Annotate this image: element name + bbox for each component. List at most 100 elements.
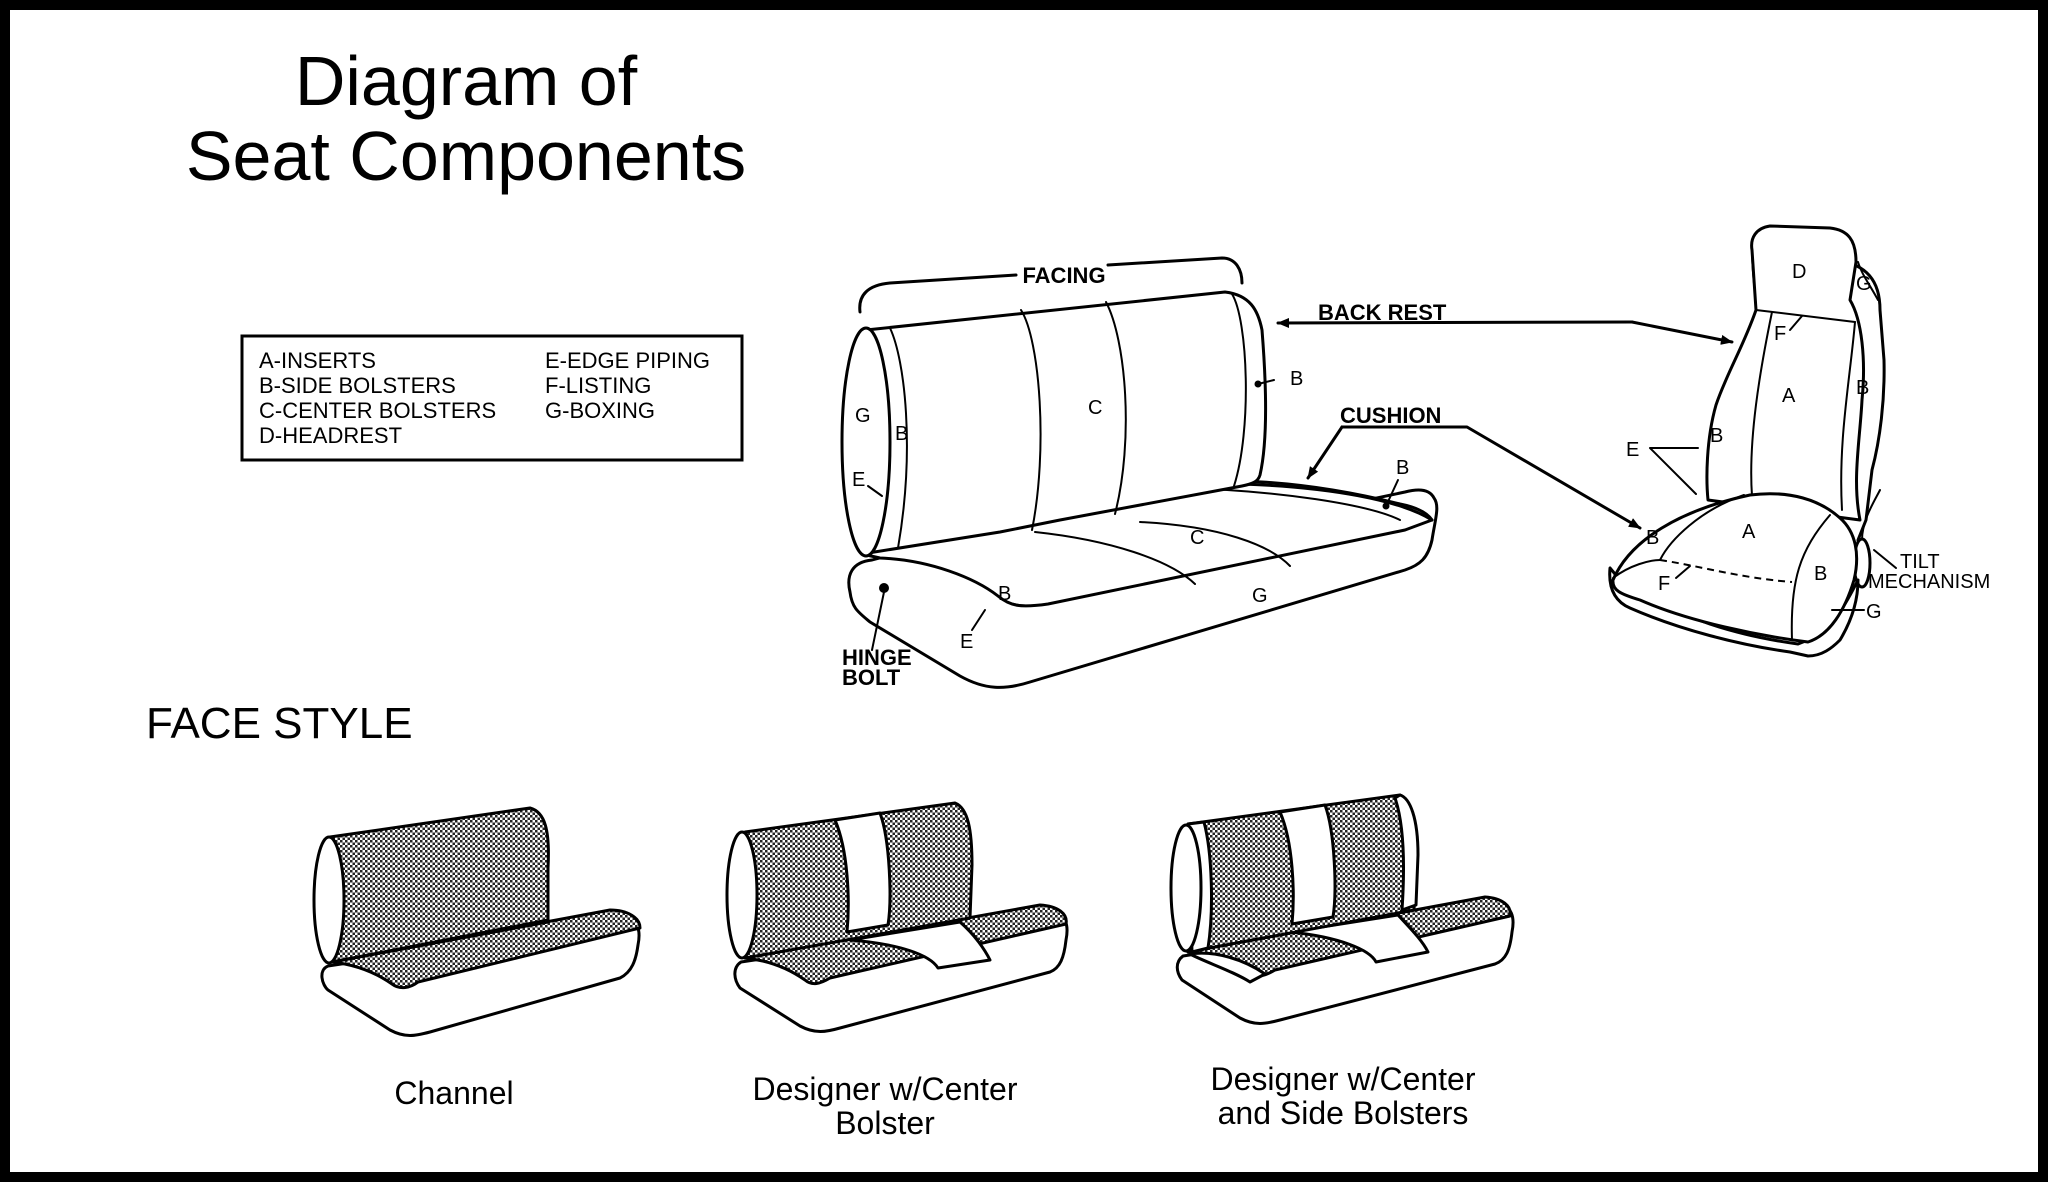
cushion-label: CUSHION	[1340, 403, 1441, 428]
bench-label-g-end: G	[855, 405, 871, 427]
bench-label-c-back: C	[1088, 397, 1102, 419]
tilt-mechanism-leader	[1873, 549, 1897, 569]
legend-box: A-INSERTS B-SIDE BOLSTERS C-CENTER BOLST…	[240, 334, 744, 462]
bench-seat-illustration: FACING G B E C B B C B E G	[840, 256, 1734, 690]
bench-backrest-seam-2	[1105, 301, 1127, 515]
bench-cushion-left-bolster-seam	[879, 557, 1049, 607]
title-line-2: Seat Components	[186, 117, 746, 195]
bench-e-end-leader	[867, 485, 883, 497]
bench-cushion-seam-1	[1034, 531, 1196, 585]
hinge-bolt-label-1: HINGE	[842, 645, 912, 670]
bucket-seat-right-seam	[1790, 514, 1831, 641]
face-style-caption-designer-side-2: and Side Bolsters	[1218, 1095, 1469, 1131]
legend-item-b: B-SIDE BOLSTERS	[259, 373, 456, 398]
cushion-arrow-left	[1306, 425, 1344, 480]
page-title: Diagram of Seat Components	[186, 42, 746, 195]
bucket-headrest-left-edge	[1751, 249, 1757, 311]
legend-item-d: D-HEADREST	[259, 423, 402, 448]
bucket-seat-listing-dashed	[1659, 559, 1793, 583]
designer-center-backrest-end	[725, 830, 759, 960]
tilt-label-1: TILT	[1900, 551, 1940, 573]
hinge-bolt-label-2: BOLT	[842, 665, 901, 690]
bench-backrest-seam-1	[1020, 309, 1042, 531]
designer-side-backrest-right-bolster	[1393, 793, 1420, 912]
bucket-seat-left-seam	[1659, 494, 1745, 561]
facing-label: FACING	[1022, 263, 1105, 288]
bench-label-b-cushion-right: B	[1396, 457, 1409, 479]
title-line-1: Diagram of	[295, 42, 638, 120]
channel-backrest-face	[328, 806, 550, 964]
face-style-designer-side	[1169, 793, 1515, 1025]
bucket-f-back-leader	[1789, 315, 1803, 331]
bench-label-e-end: E	[852, 469, 865, 491]
bench-b-cushion-dot	[1382, 502, 1390, 510]
bench-backrest-end-boxing	[840, 326, 892, 558]
bucket-label-b-back-left: B	[1710, 425, 1723, 447]
face-style-channel	[312, 806, 642, 1037]
bench-label-g-cushion: G	[1252, 585, 1268, 607]
bucket-label-g-head: G	[1856, 273, 1872, 295]
face-style-caption-designer-side-1: Designer w/Center	[1211, 1061, 1476, 1097]
hinge-bolt-dot	[879, 583, 889, 593]
bucket-label-f-seat: F	[1658, 573, 1670, 595]
bucket-label-g-base: G	[1866, 601, 1882, 623]
bench-backrest-left-bolster-seam	[889, 327, 908, 549]
legend-item-f: F-LISTING	[545, 373, 651, 398]
legend-item-a: A-INSERTS	[259, 348, 376, 373]
bucket-backrest-right-seam	[1840, 321, 1856, 511]
face-style-caption-designer-center-2: Bolster	[835, 1105, 935, 1141]
bench-b-cushion-leader	[1385, 479, 1399, 507]
face-style-heading: FACE STYLE	[146, 699, 413, 748]
bench-label-b-end: B	[895, 423, 908, 445]
bucket-label-d: D	[1792, 261, 1806, 283]
bucket-label-b-seat-right: B	[1814, 563, 1827, 585]
designer-center-cushion-bolster	[848, 920, 992, 970]
bench-e-cushion-leader	[971, 609, 986, 631]
back-rest-arrow-right	[1630, 320, 1734, 345]
bench-cushion-seam-2	[1139, 521, 1291, 567]
bucket-seat-front-left-seam	[1612, 559, 1661, 579]
designer-side-cushion-left-bolster	[1188, 951, 1267, 984]
bench-label-c-cushion: C	[1190, 527, 1204, 549]
bucket-label-a-seat: A	[1742, 521, 1756, 543]
bucket-f-seat-leader	[1675, 565, 1691, 579]
bucket-seat-boxing	[1608, 566, 1860, 658]
bucket-label-e: E	[1626, 439, 1639, 461]
face-style-caption-designer-center-1: Designer w/Center	[753, 1071, 1018, 1107]
back-rest-arrow-left	[1276, 317, 1634, 328]
designer-side-backrest-center-bolster	[1278, 803, 1337, 926]
bench-b-back-leader	[1257, 379, 1275, 385]
bench-label-b-cushion-left: B	[998, 583, 1011, 605]
legend-item-g: G-BOXING	[545, 398, 655, 423]
hinge-bolt-leader	[871, 591, 885, 651]
bench-backrest-right-bolster-seam	[1231, 293, 1247, 487]
bucket-label-f-back: F	[1774, 323, 1786, 345]
bucket-label-a-back: A	[1782, 385, 1796, 407]
legend-item-c: C-CENTER BOLSTERS	[259, 398, 496, 423]
designer-side-backrest-end	[1169, 823, 1203, 953]
bucket-label-b-back-right: B	[1856, 377, 1869, 399]
bucket-seat-top	[1611, 492, 1859, 644]
bucket-backrest-left-seam	[1750, 311, 1773, 497]
channel-crease	[330, 918, 550, 964]
bench-backrest	[860, 290, 1267, 556]
bucket-e-leaders	[1649, 447, 1699, 495]
face-style-caption-channel: Channel	[394, 1075, 513, 1111]
face-style-designer-center	[725, 801, 1069, 1033]
bucket-label-b-seat-left: B	[1646, 527, 1659, 549]
cushion-arrow-right	[1340, 425, 1642, 530]
designer-center-backrest-bolster	[833, 811, 892, 934]
bench-label-e-cushion: E	[960, 631, 973, 653]
designer-side-cushion-boxing	[1175, 905, 1515, 1025]
bucket-seat-illustration: D G F A B B E B A F B TILT MECHANISM G	[1608, 224, 1990, 658]
facing-bracket-left	[858, 273, 1018, 314]
facing-bracket-right	[1106, 256, 1244, 285]
back-rest-label: BACK REST	[1318, 300, 1447, 325]
channel-backrest-end	[312, 835, 346, 965]
bucket-recline-lever	[1861, 489, 1881, 541]
bucket-backrest	[1705, 224, 1865, 522]
legend-item-e: E-EDGE PIPING	[545, 348, 710, 373]
channel-cushion-face	[330, 908, 642, 990]
bench-cushion-top-edge	[1240, 482, 1434, 522]
